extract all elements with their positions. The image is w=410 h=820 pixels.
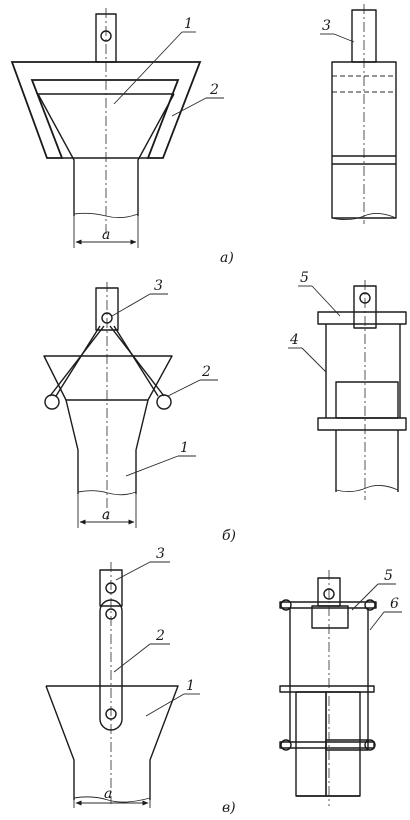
caption-a: а): [220, 250, 234, 266]
caption-c: в): [222, 800, 236, 816]
caption-b: б): [222, 528, 236, 544]
view-b-side: 5 4: [288, 270, 407, 500]
view-a-front: a 1 2: [10, 8, 224, 248]
view-a-label-2: 2: [209, 82, 219, 98]
view-b-label-4: 4: [289, 332, 299, 348]
view-a-label-3: 3: [322, 18, 331, 34]
view-c-label-5: 5: [384, 568, 393, 584]
view-c-label-2: 2: [155, 628, 165, 644]
view-b-label-2: 2: [201, 364, 211, 380]
view-b-label-5: 5: [300, 270, 309, 286]
view-a-frame: [10, 61, 202, 159]
view-c-dim-label: a: [104, 786, 112, 802]
view-c-label-1: 1: [186, 678, 195, 694]
view-b-dim-label: a: [102, 507, 110, 523]
view-a-funnel: [37, 93, 175, 216]
view-b-front: a 3 2 1: [43, 278, 218, 528]
view-a-dim-label: a: [102, 227, 110, 243]
view-c-label-6: 6: [390, 596, 399, 612]
view-b-label-3: 3: [154, 278, 163, 294]
view-a-label-1: 1: [184, 16, 193, 32]
view-c-label-3: 3: [156, 546, 165, 562]
view-b-label-1: 1: [180, 440, 189, 456]
view-c-side: 5 6: [279, 568, 402, 806]
view-a-side: 3: [320, 4, 397, 224]
view-c-front: a 3 2 1: [45, 546, 200, 808]
